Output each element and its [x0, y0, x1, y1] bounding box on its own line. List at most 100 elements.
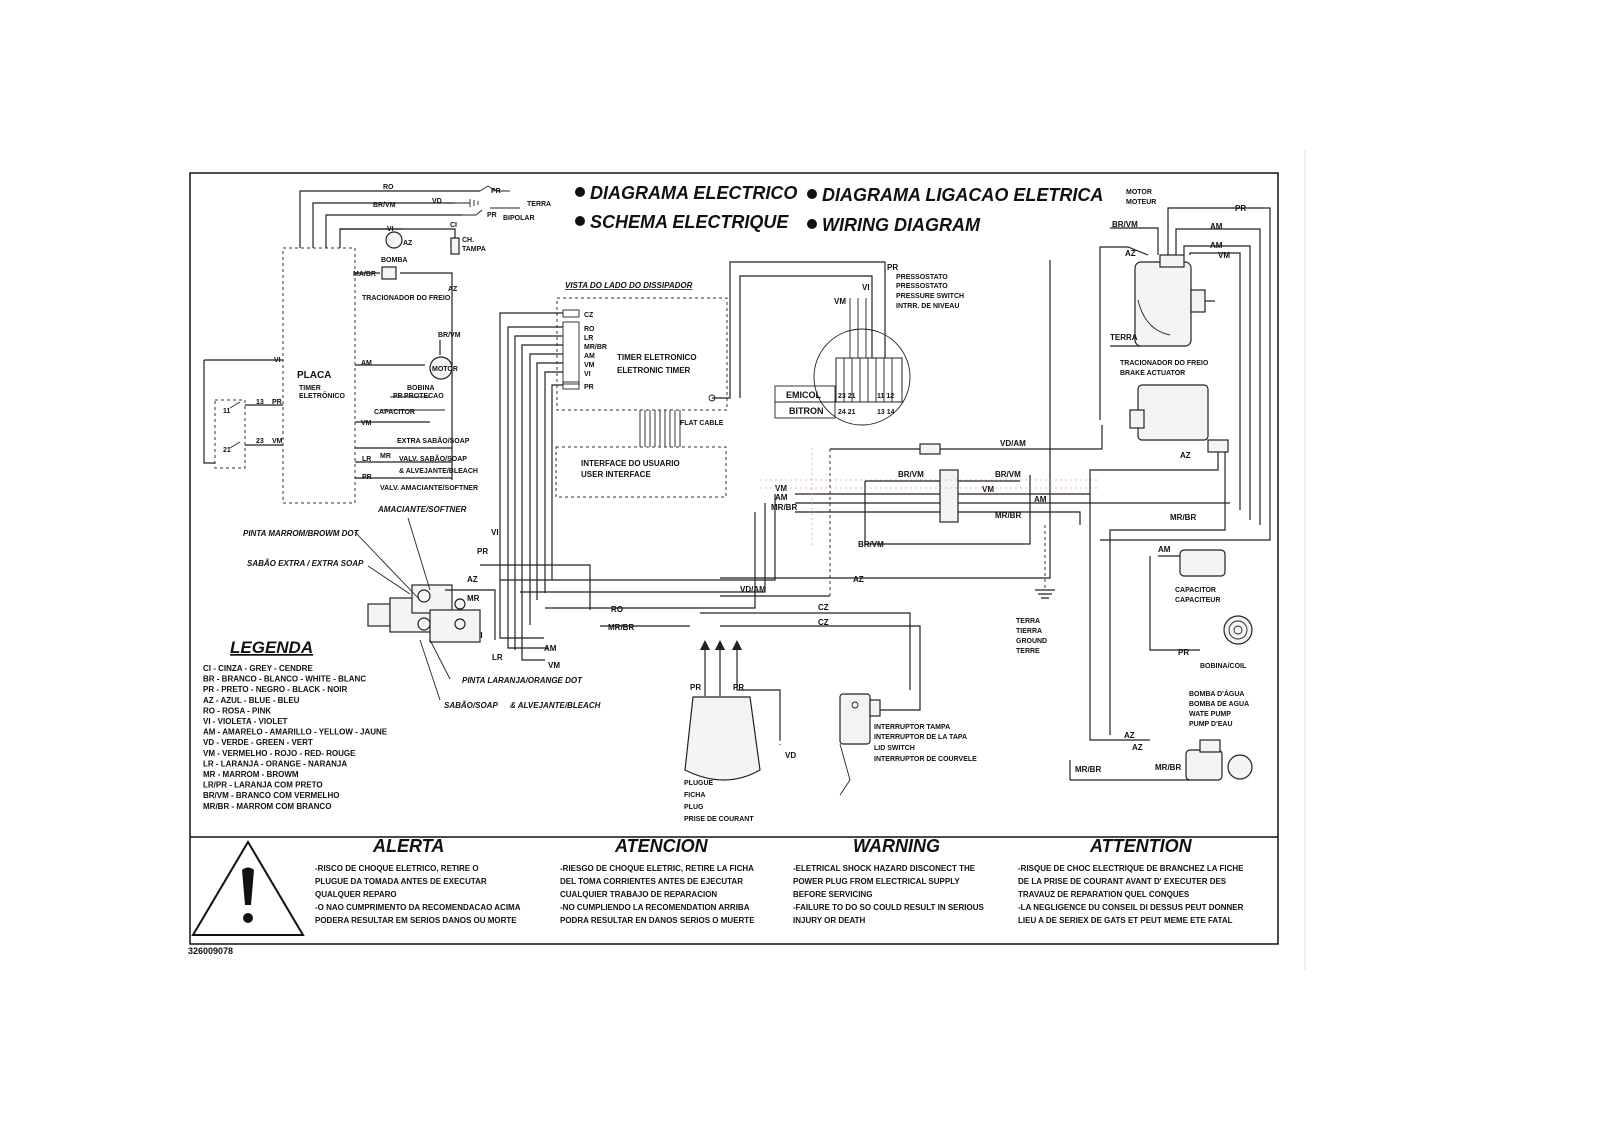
wire-mrbr-1: MR/BR — [771, 503, 797, 512]
wire-cz-1: CZ — [818, 603, 829, 612]
plug-label-4: PRISE DE COURANT — [684, 816, 754, 823]
warning-line: POWER PLUG FROM ELECTRICAL SUPPLY — [793, 877, 960, 886]
title-pt-2: DIAGRAMA LIGACAO ELETRICA — [822, 185, 1103, 205]
timer-view-label: VISTA DO LADO DO DISSIPADOR — [565, 281, 693, 290]
callout-orange-dot: PINTA LARANJA/ORANGE DOT — [462, 676, 583, 685]
valve-extra-soap: EXTRA SABÃO/SOAP — [397, 436, 470, 445]
wire-az-mid: AZ — [853, 575, 864, 584]
ui-label-en: USER INTERFACE — [581, 470, 651, 479]
legend-item: BR - BRANCO - BLANCO - WHITE - BLANC — [203, 675, 366, 684]
power-plug: PR PR VD PLUGUE FICHA PLUG PRISE DE COUR… — [684, 640, 796, 823]
brake-label: TRACIONADOR DO FREIO — [1120, 360, 1209, 367]
wire-pr-motor: PR — [393, 393, 403, 400]
capacitor-label: CAPACITOR — [374, 409, 415, 416]
capaciteur-label: CAPACITEUR — [1175, 597, 1220, 604]
plug-icon — [684, 696, 761, 781]
legend-item: AM - AMARELO - AMARILLO - YELLOW - JAUNE — [203, 728, 388, 737]
valve-bleach: & ALVEJANTE/BLEACH — [399, 468, 478, 475]
warning-line: TRAVAUZ DE REPARATION QUEL CONQUES — [1018, 890, 1190, 899]
warning-line: DEL TOMA CORRIENTES ANTES DE EJECUTAR — [560, 877, 743, 886]
wire-lr-mid: LR — [492, 653, 503, 662]
wire-brvm-3: BR/VM — [858, 540, 884, 549]
pump-wire-mrbr-1: MR/BR — [1075, 765, 1101, 774]
diagram-frame — [189, 172, 1279, 945]
warning-line: PODERA RESULTAR EM SERIOS DANOS OU MORTE — [315, 916, 517, 925]
wire-vdam-top: VD/AM — [1000, 439, 1026, 448]
callout-soap: SABÃO/SOAP — [444, 701, 498, 710]
wire-brvm-2: BR/VM — [995, 470, 1021, 479]
pump-label-1: BOMBA D'ÁGUA — [1189, 689, 1244, 698]
title-en: WIRING DIAGRAM — [822, 215, 981, 235]
ground-icon — [1035, 589, 1055, 599]
wire-vd-top: VD — [432, 198, 442, 205]
part-number: 326009078 — [188, 946, 233, 956]
warning-heading: ATENCION — [614, 836, 709, 856]
warning-line: QUALQUER REPARO — [315, 890, 397, 899]
wire-ci-top: CI — [450, 222, 457, 229]
brake-actuator-icon — [1137, 384, 1209, 441]
wire-mrbr-mid: MR/BR — [608, 623, 634, 632]
wire-az-pump: AZ — [403, 240, 413, 247]
legend-item: VD - VERDE - GREEN - VERT — [203, 738, 313, 747]
titles: DIAGRAMA ELECTRICO SCHEMA ELECTRIQUE DIA… — [575, 183, 1103, 235]
harness-connector — [939, 469, 959, 523]
electronic-timer: VISTA DO LADO DO DISSIPADOR CZ RO LR MR/… — [499, 281, 728, 661]
ps-label-4: INTRR. DE NIVEAU — [896, 303, 959, 310]
emicol-pins: 23 21 — [838, 393, 856, 400]
motor-wire-am-2: AM — [1210, 241, 1223, 250]
pump-label-3: WATE PUMP — [1189, 711, 1231, 718]
plug-label-2: FICHA — [684, 792, 705, 799]
warning-line: LIEU A DE SERIEX DE GATS ET PEUT MEME ET… — [1018, 916, 1233, 925]
ps-label-3: PRESSURE SWITCH — [896, 293, 964, 300]
coil-label: BOBINA/COIL — [1200, 663, 1247, 670]
plug-label-3: PLUG — [684, 804, 704, 811]
pump-icon — [385, 231, 403, 249]
pins-13-14: 13 14 — [877, 409, 895, 416]
timer-pin-vi: VI — [584, 371, 591, 378]
pump-wire-az-1: AZ — [1124, 731, 1135, 740]
wire-ro-top: RO — [383, 184, 394, 191]
legend-item: LR/PR - LARANJA COM PRETO — [203, 781, 323, 790]
placa-timer-label: TIMER — [299, 385, 321, 392]
warning-line: -RISQUE DE CHOC ELECTRIQUE DE BRANCHEZ L… — [1018, 864, 1244, 873]
valve-mr: MR — [380, 453, 391, 460]
pins-11-12: 11 12 — [877, 393, 894, 400]
motor-wire-pr: PR — [1235, 204, 1246, 213]
moteur-label: MOTEUR — [1126, 199, 1156, 206]
ps-wire-vm: VM — [834, 297, 846, 306]
wire-mabr: MA/BR — [353, 271, 376, 278]
plug-wire-pr-2: PR — [733, 683, 744, 692]
wire-brvm-top: BR/VM — [373, 202, 396, 209]
pin-13: 13 — [256, 399, 264, 406]
lid-switch: INTERRUPTOR TAMPA INTERRUPTOR DE LA TAPA… — [839, 693, 977, 796]
wire-cz-2: CZ — [818, 618, 829, 627]
title-pt: DIAGRAMA ELECTRICO — [590, 183, 797, 203]
wire-brvm-motor: BR/VM — [438, 332, 461, 339]
wire-pr-top-2: PR — [487, 212, 497, 219]
warning-heading: WARNING — [853, 836, 940, 856]
middle-harness: VD/AM BR/VM BR/VM VM VM AM AM MR/BR MR/B… — [467, 260, 1230, 711]
timer-box — [556, 297, 728, 411]
ground-label-3: GROUND — [1016, 638, 1047, 645]
lid-label-4: INTERRUPTOR DE COURVELE — [874, 756, 977, 763]
ground-label-4: TERRE — [1016, 648, 1040, 655]
warning-line: -RISCO DE CHOQUE ELETRICO, RETIRE O — [315, 864, 479, 873]
wire-ro-mid: RO — [611, 605, 623, 614]
coil-wire-pr: PR — [1178, 648, 1189, 657]
legend-item: MR - MARROM - BROWM — [203, 770, 299, 779]
ps-wire-vi: VI — [862, 283, 870, 292]
motor-terra: TERRA — [1110, 333, 1138, 342]
pump-label-4: PUMP D'EAU — [1189, 721, 1233, 728]
valve-softner: VALV. AMACIANTE/SOFTNER — [380, 485, 478, 492]
wire-az-2: AZ — [448, 286, 458, 293]
pressure-switch: PR VI VM PRESSOSTATO PRESSOSTATO PRESSUR… — [708, 261, 964, 426]
capacitor-label: CAPACITOR — [1175, 587, 1216, 594]
water-pump-icon — [1185, 749, 1223, 781]
motor-wire-az: AZ — [1125, 249, 1136, 258]
valve-lr: LR — [362, 456, 371, 463]
pin-21: 21 — [223, 447, 231, 454]
wire-am-1: AM — [775, 493, 788, 502]
terra-top: TERRA — [527, 201, 551, 208]
